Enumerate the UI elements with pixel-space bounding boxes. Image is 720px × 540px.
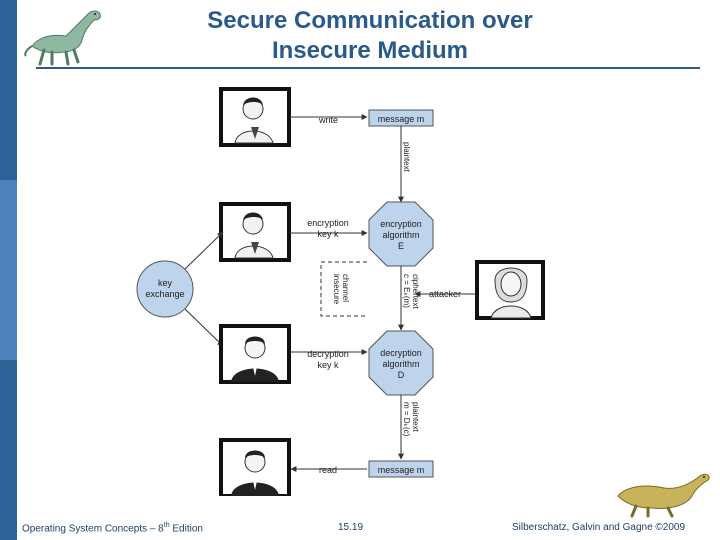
title-line-2: Insecure Medium [271,37,469,64]
decryption-algorithm-label-3: D [398,370,405,380]
encryption-algorithm-label-1: encryption [380,219,422,229]
encryption-algorithm-octagon [368,201,434,267]
footer-book-prefix: Operating System Concepts – 8 [22,523,164,535]
sender-person-icon [219,87,291,147]
insecure-channel-label-2: channel [341,274,350,302]
plaintext-label-bottom-1: plaintext [411,402,420,433]
encryption-algorithm-label-3: E [398,241,404,251]
title-line-1: Secure Communication over [207,7,533,34]
message-label-top: message m [378,114,425,124]
footer-book-suffix: Edition [169,523,203,535]
encryption-algorithm-label-2: algorithm [382,230,419,240]
decryption-algorithm-octagon [368,330,434,396]
decryptor-person-icon [219,324,291,384]
plaintext-label-bottom-2: m = Dₖ(c) [402,402,411,437]
receiver-person-icon [219,438,291,496]
title-underline [36,67,700,69]
attacker-person-icon [475,260,545,320]
sidebar-bar [0,0,17,540]
secure-communication-diagram: write message m plaintext encryption key… [136,87,545,496]
key-exchange-arrow-down [184,308,224,347]
footer-book-sup: th [163,522,170,529]
insecure-channel-label-1: insecure [332,274,341,305]
sidebar-segment-middle [0,180,17,360]
footer-page-number: 15.19 [338,522,364,533]
key-exchange-label-2: exchange [145,289,184,299]
slide-title: Secure Communication over Insecure Mediu… [120,6,620,66]
dinosaur-footer-icon [617,473,710,518]
insecure-channel-bracket [320,261,367,317]
decryption-algorithm-label-1: decryption [380,348,422,358]
key-exchange-circle [136,260,194,318]
footer-book: Operating System Concepts – 8th Edition [22,522,203,534]
message-box-bottom [368,460,434,478]
encryption-key-label-1: encryption [307,218,349,228]
dinosaur-logo-icon [24,10,101,66]
decryption-key-label-2: key k [317,360,339,370]
encryptor-person-icon [219,202,291,262]
sidebar-segment-top [0,0,17,180]
ciphertext-label-1: ciphertext [411,274,420,309]
message-label-bottom: message m [378,465,425,475]
ciphertext-label-2: c = Eₖ(m) [402,274,411,308]
sidebar-segment-bottom [0,360,17,540]
write-label: write [318,115,338,125]
attacker-label: attacker [429,289,461,299]
footer-copyright: Silberschatz, Galvin and Gagne ©2009 [512,522,686,533]
plaintext-label-top: plaintext [402,142,411,173]
read-label: read [319,465,337,475]
decryption-key-label-1: decryption [307,349,349,359]
key-exchange-arrow-up [184,231,224,270]
decryption-algorithm-label-2: algorithm [382,359,419,369]
key-exchange-label-1: key [158,278,173,288]
encryption-key-label-2: key k [317,229,339,239]
